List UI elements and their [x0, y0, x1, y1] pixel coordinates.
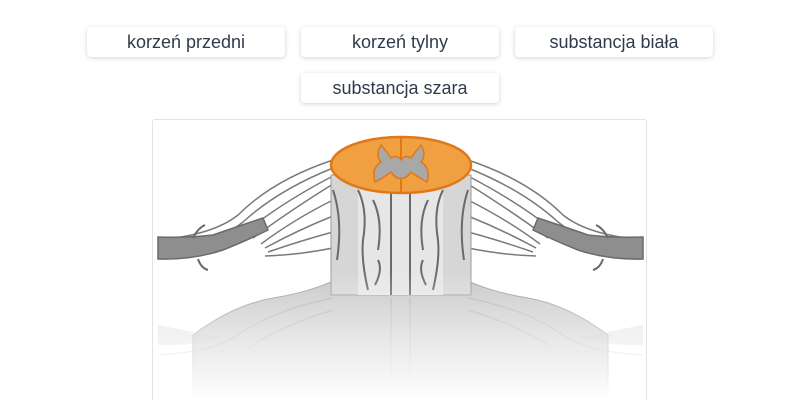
grey-matter-section — [373, 143, 429, 184]
label-substancja-biala[interactable]: substancja biała — [515, 27, 713, 57]
spinal-cord-illustration — [153, 135, 646, 400]
label-substancja-szara[interactable]: substancja szara — [301, 73, 499, 103]
right-nerve-trunk — [532, 217, 644, 260]
left-nerve-trunk — [157, 217, 269, 260]
spinal-cord-figure — [152, 119, 647, 400]
label-korzen-tylny[interactable]: korzeń tylny — [301, 27, 499, 57]
label-korzen-przedni[interactable]: korzeń przedni — [87, 27, 285, 57]
